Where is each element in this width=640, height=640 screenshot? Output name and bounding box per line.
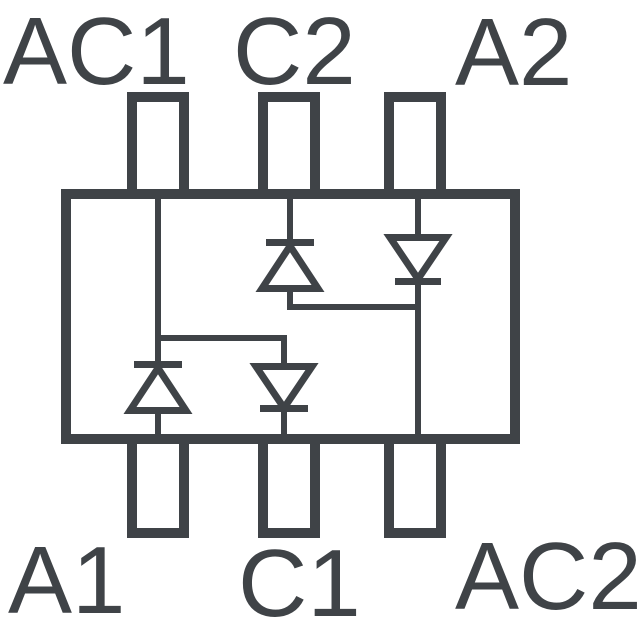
diode-triangle <box>383 234 453 286</box>
pin-a2 <box>384 92 446 194</box>
wire-d3-to-ac2 <box>287 286 418 310</box>
pin-ac2 <box>384 439 446 538</box>
pin-label-c2: C2 <box>233 0 356 105</box>
diode-symbol-a2-to-ac2 <box>383 234 453 286</box>
diode-symbol-a1-to-ac1 <box>123 361 193 414</box>
wire-ac1-to-d2 <box>158 335 287 367</box>
diode-triangle <box>123 361 193 414</box>
diode-symbol-ac1-to-c1 <box>249 363 319 415</box>
pin-c2 <box>258 92 320 194</box>
pin-label-a1: A1 <box>8 527 125 634</box>
pin-ac1 <box>127 92 189 194</box>
pin-label-ac1: AC1 <box>3 0 190 105</box>
diode-triangle <box>255 239 325 292</box>
diode-triangle <box>249 363 319 415</box>
pin-label-ac2: AC2 <box>455 523 640 630</box>
pin-a1 <box>127 439 189 538</box>
pin-label-a2: A2 <box>455 0 572 106</box>
pin-c1 <box>258 439 320 538</box>
pin-label-c1: C1 <box>238 530 361 637</box>
diode-symbol-ac2-to-c2 <box>255 239 325 292</box>
